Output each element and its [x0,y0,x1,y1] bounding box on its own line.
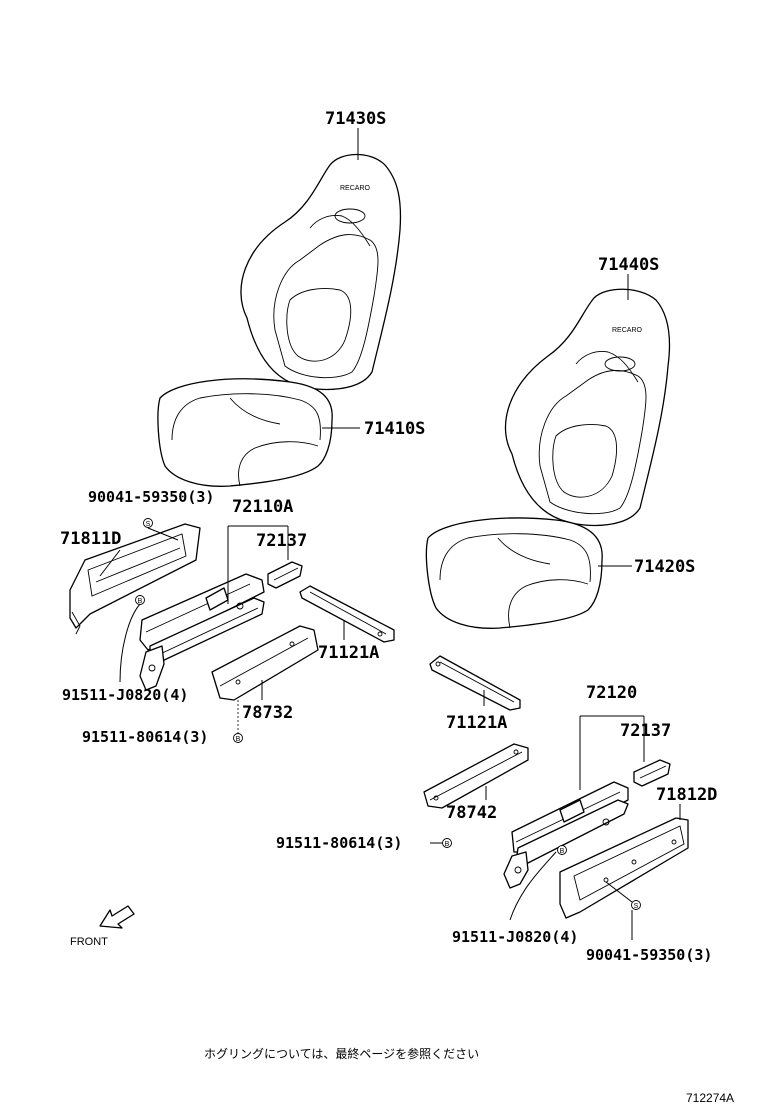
seat-adjuster-right[interactable] [503,781,629,889]
label-72120[interactable]: 72120 [586,683,637,703]
adjuster-cover-right[interactable] [633,759,671,787]
label-72137-right[interactable]: 72137 [620,721,671,741]
cushion-left[interactable] [157,378,333,487]
screw-symbol-left: S [146,521,151,528]
label-91511-80614-left[interactable]: 91511-80614(3) [82,728,208,746]
side-shield-left[interactable] [69,523,201,635]
label-71811D[interactable]: 71811D [60,529,121,549]
seat-leg-left[interactable] [211,625,319,701]
bolt-symbol-left-a: B [138,598,143,605]
label-91511-80614-right[interactable]: 91511-80614(3) [276,834,402,852]
side-shield-right[interactable] [559,817,689,919]
label-71410S[interactable]: 71410S [364,419,425,439]
label-71121A-left[interactable]: 71121A [318,643,379,663]
label-71420S[interactable]: 71420S [634,557,695,577]
seat-adjuster-left[interactable] [139,573,265,691]
bolt-symbol-left-b: B [236,736,241,743]
label-90041-left[interactable]: 90041-59350(3) [88,488,214,506]
label-91511-J0820-left[interactable]: 91511-J0820(4) [62,686,188,704]
label-91511-J0820-right[interactable]: 91511-J0820(4) [452,928,578,946]
seat-back-right-brand: RECARO [612,327,643,334]
label-78732[interactable]: 78732 [242,703,293,723]
adjuster-cover-left[interactable] [267,561,303,589]
label-72110A[interactable]: 72110A [232,497,293,517]
seat-back-left-brand: RECARO [340,185,371,192]
bracket-right[interactable] [429,655,521,711]
label-78742[interactable]: 78742 [446,803,497,823]
screw-symbol-right: S [634,903,639,910]
front-label: FRONT [70,936,108,948]
hog-ring-note: ホグリングについては、最終ページを参照ください [204,1046,479,1061]
bolt-symbol-right-a: B [560,848,565,855]
bolt-symbol-right-b: B [445,841,450,848]
seat-leg-right[interactable] [423,743,529,809]
label-71440S[interactable]: 71440S [598,255,659,275]
seat-back-right[interactable]: RECARO [504,288,671,527]
seat-back-left[interactable]: RECARO [240,153,402,391]
cushion-right[interactable] [425,517,603,629]
label-71812D[interactable]: 71812D [656,785,717,805]
label-71121A-right[interactable]: 71121A [446,713,507,733]
label-72137-left[interactable]: 72137 [256,531,307,551]
bracket-left[interactable] [299,585,395,643]
diagram-code: 712274A [686,1091,734,1105]
label-71430S[interactable]: 71430S [325,109,386,129]
front-arrow-icon [99,905,135,929]
label-90041-right[interactable]: 90041-59350(3) [586,946,712,964]
